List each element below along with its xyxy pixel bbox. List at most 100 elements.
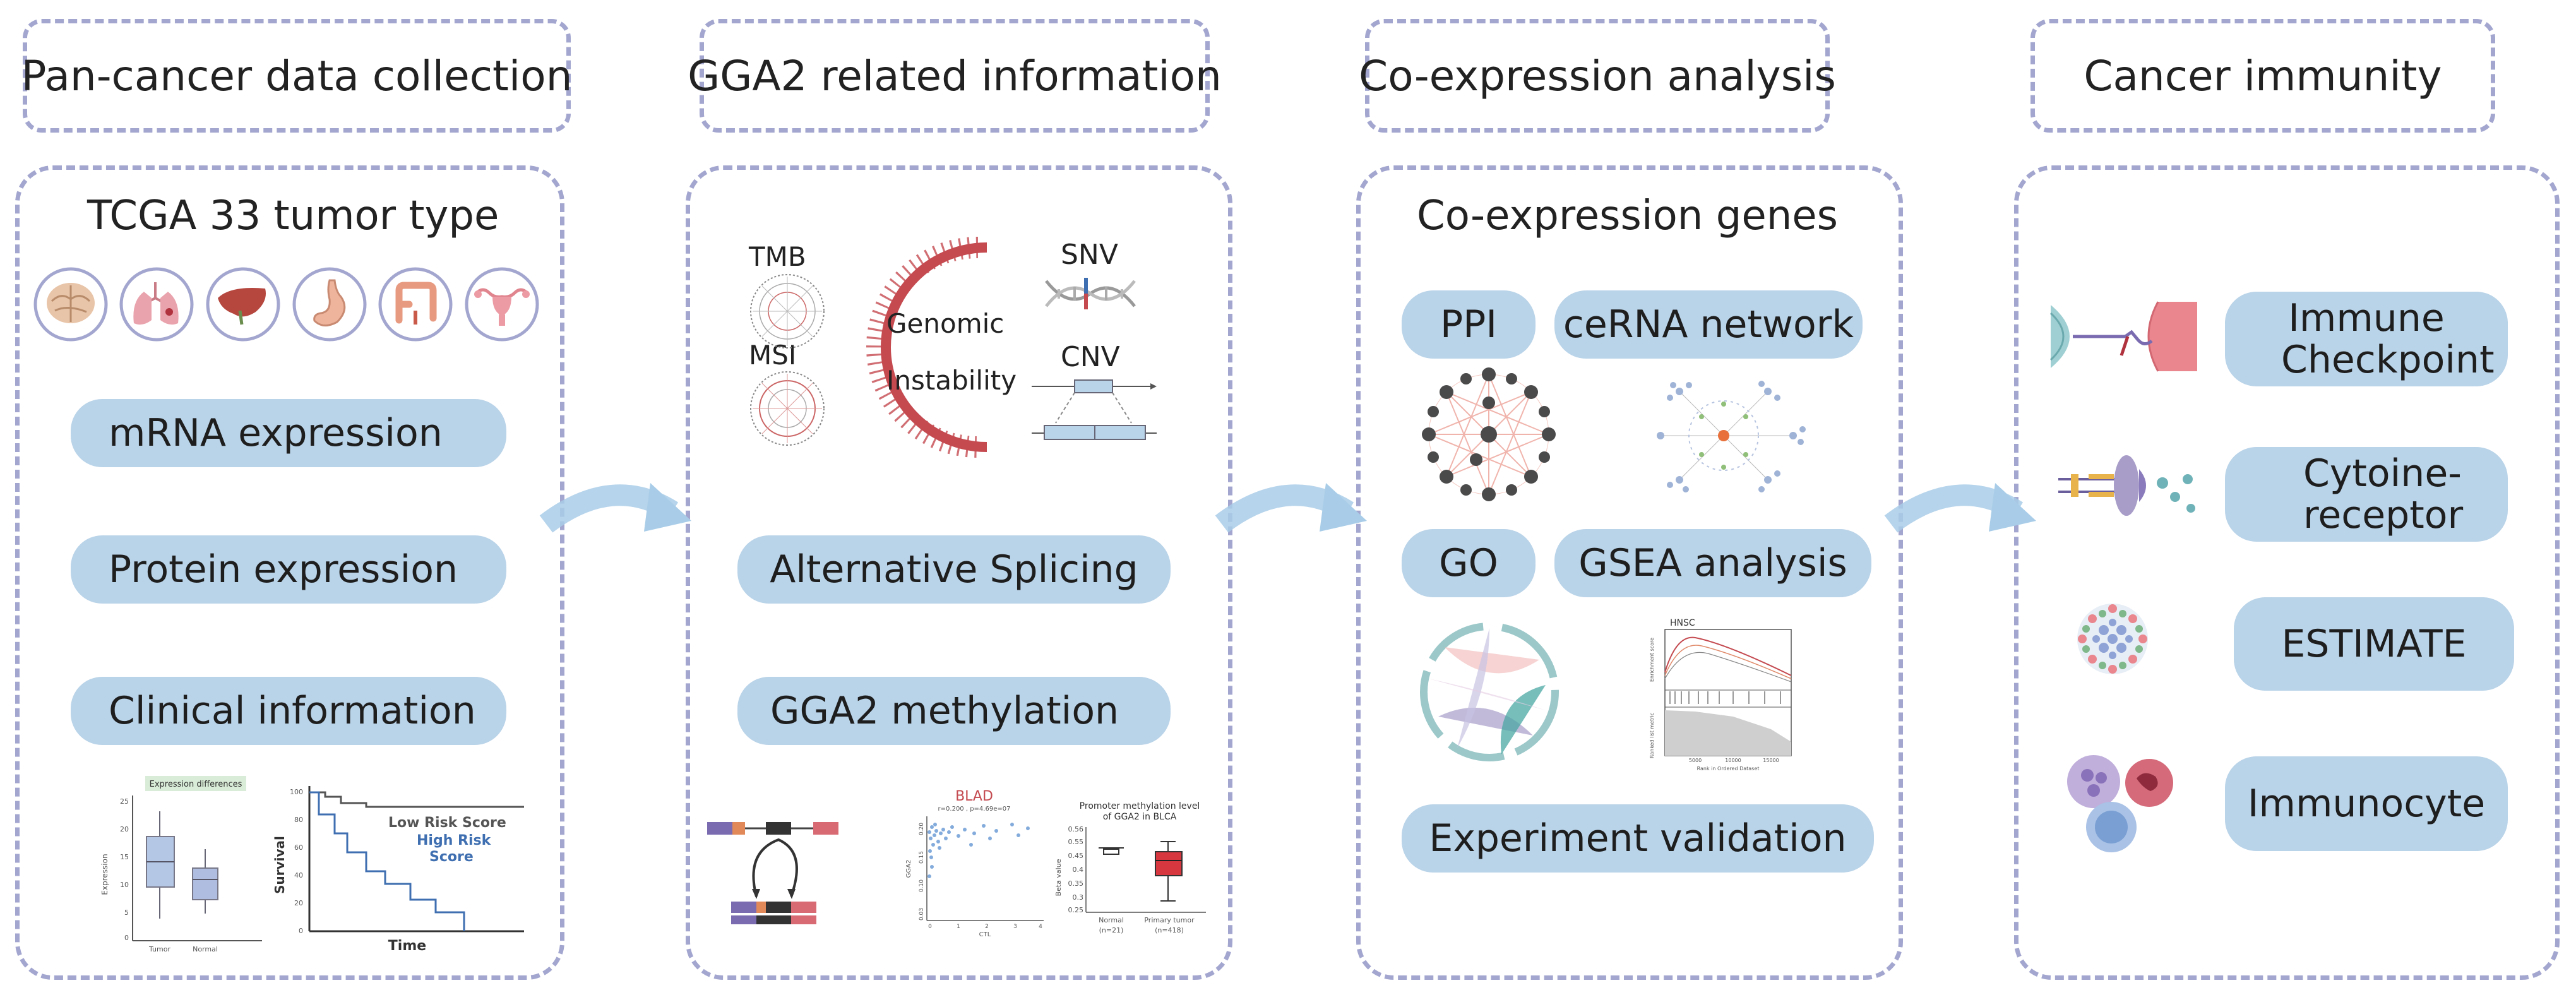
xtick: 3 xyxy=(1013,924,1017,930)
header-label: Pan-cancer data collection xyxy=(21,51,573,100)
ytick: 0.45 xyxy=(1068,852,1084,860)
ytick: 0 xyxy=(299,927,303,935)
methylation-yticks: 0.56 0.55 0.45 0.4 0.35 0.3 0.25 xyxy=(1068,825,1084,914)
scatter-points xyxy=(927,823,1030,878)
xtick: Normal xyxy=(193,945,218,953)
scatter-subtitle: r=0.200 , p=4.69e=07 xyxy=(938,806,1011,813)
group-n: (n=21) xyxy=(1099,926,1124,934)
ytick: 10 xyxy=(120,881,129,889)
genomic-instability-arc xyxy=(866,237,987,458)
tmb-circos-icon xyxy=(750,274,825,349)
header-coexpression: Co-expression analysis xyxy=(1359,19,1836,133)
ytick: 0.3 xyxy=(1073,893,1084,902)
go-chord-diagram xyxy=(1420,623,1559,761)
ytick: 0 xyxy=(124,934,129,942)
expression-boxplot: Expression differences Expression 25 20 … xyxy=(100,776,262,953)
group-label: Primary tumor xyxy=(1144,916,1195,924)
correlation-scatter: BLAD r=0.200 , p=4.69e=07 GGA2 CTL 0.03 … xyxy=(905,789,1044,938)
arrow-3 xyxy=(1884,483,2036,533)
ytick: 0.03 xyxy=(919,908,925,921)
immune-checkpoint-icon xyxy=(2049,301,2197,372)
cerna-network xyxy=(1657,381,1806,492)
tmb-label: TMB xyxy=(749,241,806,272)
pill-gsea-analysis: GSEA analysis xyxy=(1554,529,1871,597)
pill-immunocyte: Immunocyte xyxy=(2225,756,2508,851)
scatter-ylabel: GGA2 xyxy=(905,860,912,878)
group-n: (n=418) xyxy=(1155,926,1184,934)
survival-xlabel: Time xyxy=(388,938,426,954)
ytick: 0.15 xyxy=(919,851,925,864)
gsea-plot: HNSC Enrichment score Ranked list metric… xyxy=(1649,618,1792,772)
header-cancer-immunity: Cancer immunity xyxy=(2030,19,2495,133)
splicing-diagram xyxy=(707,822,838,924)
xtick: 2 xyxy=(985,924,989,930)
survival-yticks: 100 80 60 40 20 0 xyxy=(290,788,303,935)
scatter-xlabel: CTL xyxy=(979,931,991,938)
cytokine-receptor-icon xyxy=(2058,455,2195,516)
msi-circos-icon xyxy=(750,371,825,446)
xtick: 5000 xyxy=(1689,758,1702,763)
boxplot-title: Expression differences xyxy=(150,780,242,789)
panel-gga2-information xyxy=(686,165,1232,980)
pill-estimate: ESTIMATE xyxy=(2234,597,2514,691)
pill-gga2-methylation: GGA2 methylation xyxy=(737,677,1171,745)
cnv-label: CNV xyxy=(1061,341,1120,373)
ytick: 100 xyxy=(290,788,303,796)
cnv-diagram xyxy=(1032,379,1157,440)
methylation-title: of GGA2 in BLCA xyxy=(1103,812,1177,822)
panel-data-collection xyxy=(15,165,564,980)
ytick: 0.4 xyxy=(1073,866,1084,874)
boxplot-ylabel: Expression xyxy=(100,854,109,895)
scatter-xticks: 0 1 2 3 4 xyxy=(928,924,1042,930)
header-label: Cancer immunity xyxy=(2084,51,2442,100)
header-data-collection: Pan-cancer data collection xyxy=(21,19,573,133)
arrow-1 xyxy=(539,483,691,533)
pill-clinical-information: Clinical information xyxy=(71,677,506,745)
methylation-title: Promoter methylation level xyxy=(1080,801,1200,811)
ytick: 25 xyxy=(120,797,129,806)
xtick: 0 xyxy=(928,924,932,930)
pill-protein-expression: Protein expression xyxy=(71,535,506,604)
ytick: 80 xyxy=(294,816,303,824)
pill-ppi: PPI xyxy=(1402,290,1535,359)
header-label: GGA2 related information xyxy=(688,51,1222,100)
snv-label: SNV xyxy=(1061,239,1118,271)
scatter-title: BLAD xyxy=(955,789,993,804)
ytick: 20 xyxy=(120,825,129,833)
group-label: Normal xyxy=(1099,916,1124,924)
methylation-boxplot: Promoter methylation level of GGA2 in BL… xyxy=(1054,801,1206,934)
immunocyte-icon xyxy=(2067,755,2173,852)
pill-cytokine-receptor: Cytoine-receptor xyxy=(2225,447,2508,542)
ppi-network xyxy=(1422,367,1556,501)
xtick: 1 xyxy=(957,924,960,930)
ytick: 20 xyxy=(294,899,303,907)
ytick: 0.20 xyxy=(919,823,925,835)
survival-curve: Survival 100 80 60 40 20 0 Low Risk Scor… xyxy=(272,786,524,954)
box-normal xyxy=(192,867,218,900)
gsea-title: HNSC xyxy=(1670,618,1695,628)
dna-helix-icon xyxy=(1045,278,1136,309)
pill-label: Cytoine-receptor xyxy=(2303,451,2464,537)
low-risk-line xyxy=(309,791,524,808)
panel-cancer-immunity xyxy=(2014,165,2560,980)
uterus-icon xyxy=(465,267,539,342)
pill-go: GO xyxy=(1402,529,1535,597)
low-risk-label: Low Risk Score xyxy=(388,815,506,831)
ytick: 5 xyxy=(124,909,129,917)
ytick: 0.55 xyxy=(1068,838,1084,846)
header-label: Co-expression analysis xyxy=(1359,51,1836,100)
pill-cerna-network: ceRNA network xyxy=(1554,290,1863,359)
high-risk-label: High Risk xyxy=(417,833,492,849)
ytick: 15 xyxy=(120,853,129,861)
xtick: 4 xyxy=(1039,924,1042,930)
header-gga2-information: GGA2 related information xyxy=(688,19,1222,133)
brain-icon xyxy=(33,267,108,342)
lung-icon xyxy=(119,267,194,342)
ytick: 40 xyxy=(294,871,303,879)
scatter-yticks: 0.03 0.10 0.15 0.20 xyxy=(919,823,925,921)
ytick: 0.25 xyxy=(1068,906,1084,914)
instability-label: Instability xyxy=(886,365,1017,396)
ytick: 60 xyxy=(294,843,303,852)
gsea-ylabel-top: Enrichment score xyxy=(1649,638,1655,682)
xtick: 10000 xyxy=(1725,758,1741,763)
